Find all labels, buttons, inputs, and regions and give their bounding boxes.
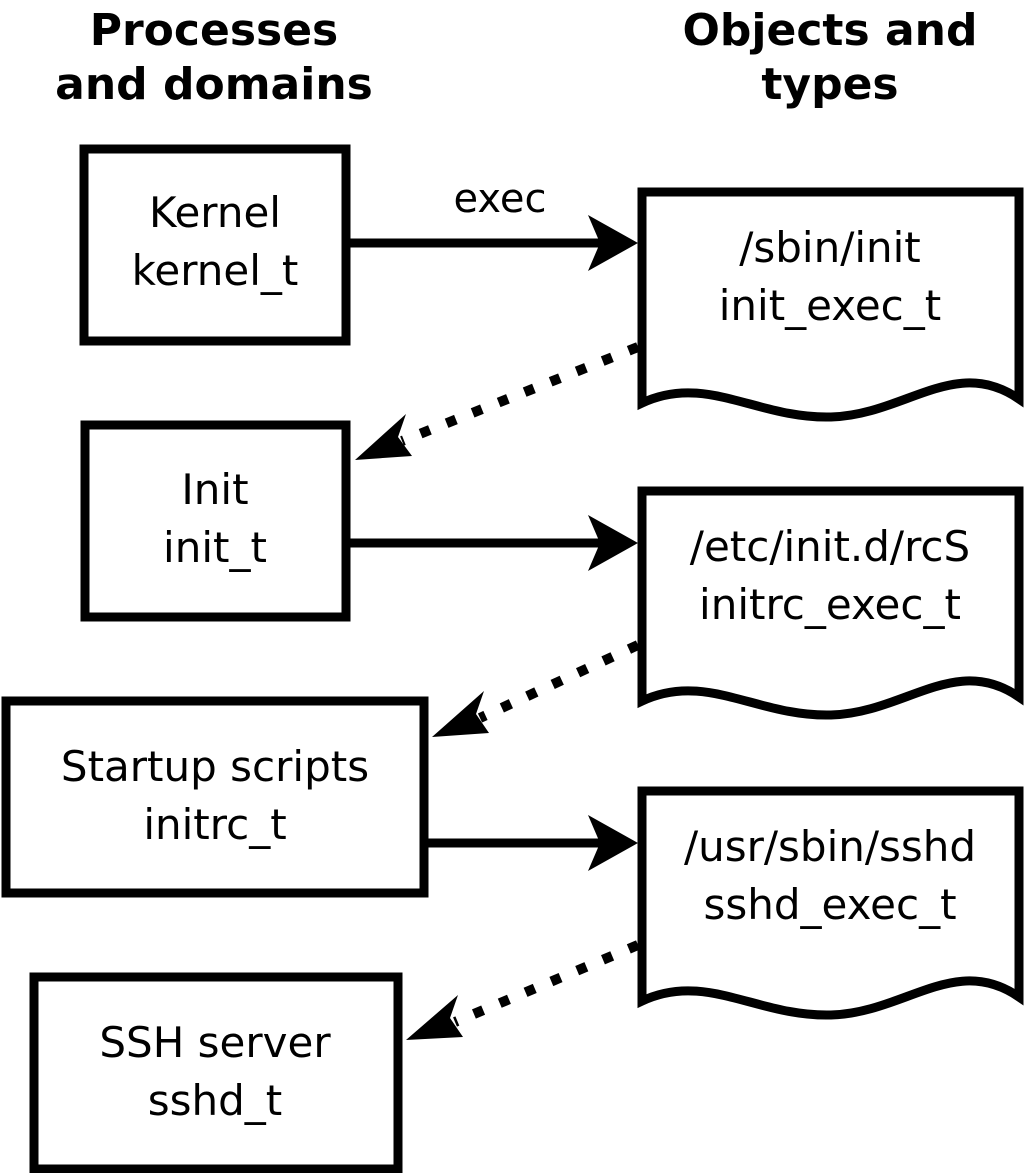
node-label-line2: sshd_exec_t: [703, 880, 956, 929]
node-box: [79, 144, 351, 346]
process-node-kernel[interactable]: Kernel kernel_t: [79, 144, 351, 346]
edge-kernel-exec-init-exec: exec: [350, 176, 638, 271]
edge-sshd-exec-to-sshd: [406, 940, 640, 1040]
node-label-line2: sshd_t: [148, 1076, 283, 1125]
edge-line: [453, 940, 640, 1027]
column-header-left: Processes and domains: [55, 5, 373, 110]
node-label-line1: Kernel: [149, 188, 281, 237]
arrowhead-icon: [406, 995, 463, 1040]
header-left-line2: and domains: [55, 59, 373, 110]
header-right-line1: Objects and: [683, 5, 978, 56]
header-left-line1: Processes: [90, 5, 339, 56]
arrowhead-icon: [588, 215, 638, 271]
header-right-line2: types: [761, 59, 898, 110]
node-label-line2: initrc_exec_t: [699, 580, 961, 629]
object-node-initrc-exec[interactable]: /etc/init.d/rcS initrc_exec_t: [637, 486, 1024, 720]
process-node-ssh-server[interactable]: SSH server sshd_t: [29, 972, 403, 1173]
edge-init-exec-to-init: [355, 342, 640, 460]
node-box: [29, 972, 403, 1173]
edge-init-exec-initrc-exec: [350, 515, 638, 571]
node-label-line1: SSH server: [99, 1018, 331, 1067]
node-label-line2: initrc_t: [143, 800, 286, 849]
arrowhead-icon: [588, 815, 638, 871]
edge-line: [477, 640, 641, 723]
node-box: [1, 696, 429, 898]
column-header-right: Objects and types: [683, 5, 978, 110]
edge-line: [400, 342, 640, 446]
arrowhead-icon: [432, 691, 489, 737]
process-node-startup-scripts[interactable]: Startup scripts initrc_t: [1, 696, 429, 898]
node-label-line1: Startup scripts: [61, 742, 369, 791]
object-node-init-exec[interactable]: /sbin/init init_exec_t: [637, 187, 1024, 422]
node-box: [80, 420, 351, 622]
node-label-line2: kernel_t: [132, 246, 299, 295]
node-label-line2: init_exec_t: [719, 281, 942, 330]
document-shape: [637, 486, 1024, 720]
arrowhead-icon: [355, 414, 412, 460]
node-label-line1: Init: [181, 465, 248, 514]
node-label-line1: /etc/init.d/rcS: [690, 522, 970, 571]
object-node-sshd-exec[interactable]: /usr/sbin/sshd sshd_exec_t: [637, 786, 1024, 1020]
edge-initrc-exec-to-initrc: [432, 640, 641, 737]
arrowhead-icon: [588, 515, 638, 571]
process-node-init[interactable]: Init init_t: [80, 420, 351, 622]
edge-label-exec: exec: [454, 176, 547, 222]
node-label-line2: init_t: [163, 523, 267, 572]
document-shape: [637, 187, 1024, 422]
node-label-line1: /usr/sbin/sshd: [684, 822, 976, 871]
node-label-line1: /sbin/init: [739, 223, 921, 272]
edge-initrc-exec-sshd-exec: [428, 815, 638, 871]
document-shape: [637, 786, 1024, 1020]
